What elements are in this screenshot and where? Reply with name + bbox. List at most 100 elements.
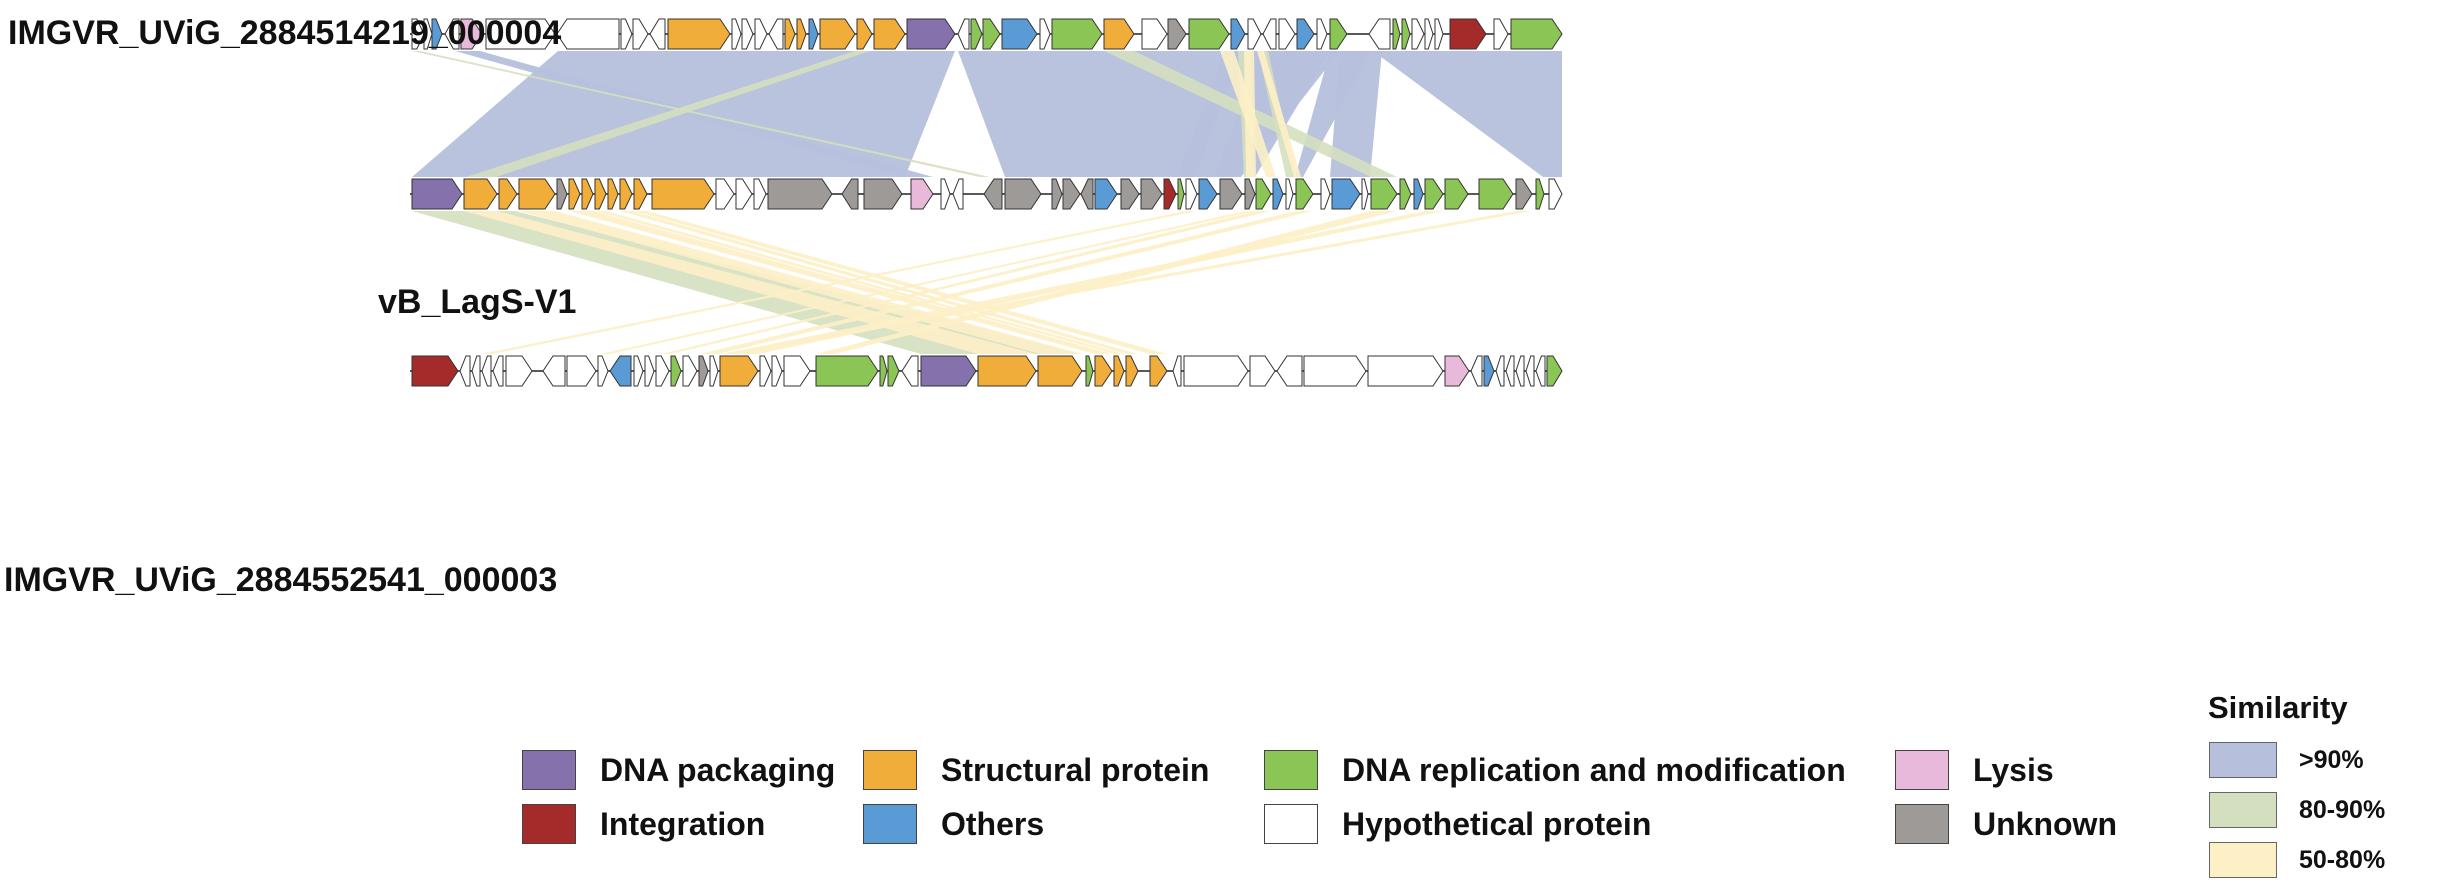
gene-arrow-g2-8 [594, 178, 607, 210]
gene-arrow-g3-11 [633, 355, 644, 387]
gene-arrow-g3-16 [698, 355, 709, 387]
similarity-legend-high: >90% [2209, 742, 2364, 778]
gene-arrow-g3-31 [1113, 355, 1125, 387]
legend-label-integration: Integration [600, 805, 766, 842]
gene-arrow-g1-4 [444, 18, 460, 50]
genome-track-1 [410, 18, 1563, 50]
gene-arrow-g3-14 [670, 355, 682, 387]
legend-label-dna-packaging: DNA packaging [600, 751, 836, 788]
similarity-link-g1-g2-17 [1257, 51, 1301, 177]
gene-arrow-g2-37 [1272, 178, 1284, 210]
legend-swatch-structural-protein [863, 750, 917, 790]
gene-arrow-g1-16 [784, 18, 796, 50]
genome-label-2: vB_LagS-V1 [378, 283, 577, 321]
gene-arrow-g2-32 [1185, 178, 1198, 210]
gene-arrow-g2-24 [1051, 178, 1063, 210]
gene-arrow-g2-18 [863, 178, 903, 210]
gene-arrow-g3-5 [492, 355, 504, 387]
gene-arrow-g1-3 [431, 18, 443, 50]
gene-arrow-g1-42 [1401, 18, 1411, 50]
similarity-link-g2-g3-8 [481, 211, 1197, 354]
gene-arrow-g2-7 [581, 178, 594, 210]
gene-arrow-g2-35 [1244, 178, 1256, 210]
gene-arrow-g2-41 [1331, 178, 1361, 210]
gene-arrow-g2-49 [1515, 178, 1533, 210]
gene-arrow-g2-44 [1399, 178, 1412, 210]
gene-arrow-g3-9 [597, 355, 609, 387]
gene-arrow-g1-5 [460, 18, 483, 50]
gene-arrow-g1-18 [808, 18, 819, 50]
gene-arrow-g3-21 [783, 355, 811, 387]
gene-arrow-g1-26 [1001, 18, 1038, 50]
gene-arrow-g2-48 [1478, 178, 1514, 210]
gene-arrow-g3-42 [1483, 355, 1495, 387]
gene-arrow-g2-12 [651, 178, 715, 210]
gene-arrow-g3-22 [815, 355, 879, 387]
gene-arrow-g1-15 [768, 18, 784, 50]
gene-arrow-g1-14 [754, 18, 768, 50]
gene-arrow-g1-31 [1167, 18, 1187, 50]
gene-arrow-g1-28 [1051, 18, 1103, 50]
gene-arrow-g3-2 [459, 355, 471, 387]
gene-arrow-g3-7 [542, 355, 566, 387]
similarity-swatch-high [2209, 742, 2277, 778]
gene-arrow-g1-36 [1278, 18, 1296, 50]
gene-arrow-g3-28 [1037, 355, 1083, 387]
legend-swatch-unknown [1895, 804, 1949, 844]
similarity-link-g2-g3-13 [816, 211, 1397, 354]
gene-arrow-g2-33 [1198, 178, 1218, 210]
gene-arrow-g1-12 [731, 18, 742, 50]
gene-arrow-g3-1 [411, 355, 459, 387]
genome-track-3 [410, 355, 1563, 387]
gene-arrow-g2-26 [1080, 178, 1094, 210]
gene-arrow-g2-36 [1255, 178, 1272, 210]
gene-arrow-g2-30 [1163, 178, 1177, 210]
similarity-swatch-low [2209, 842, 2277, 878]
gene-arrow-g1-46 [1449, 18, 1487, 50]
gene-arrow-g3-29 [1085, 355, 1094, 387]
gene-arrow-g2-31 [1177, 178, 1185, 210]
legend-label-hypothetical-protein: Hypothetical protein [1342, 805, 1652, 842]
gene-arrow-g3-41 [1470, 355, 1483, 387]
gene-arrow-g3-32 [1125, 355, 1139, 387]
gene-arrow-g2-34 [1219, 178, 1243, 210]
gene-arrow-g1-8 [620, 18, 633, 50]
gene-arrow-g1-41 [1392, 18, 1401, 50]
gene-arrow-g2-5 [556, 178, 568, 210]
gene-arrow-g2-13 [715, 178, 735, 210]
similarity-link-g1-g2-9 [1330, 51, 1382, 177]
gene-arrow-g2-17 [841, 178, 859, 210]
gene-arrow-g1-30 [1141, 18, 1168, 50]
similarity-legend-low: 50-80% [2209, 842, 2385, 878]
gene-arrow-g3-46 [1525, 355, 1535, 387]
gene-arrow-g1-38 [1316, 18, 1328, 50]
legend-dna-packaging: DNA packaging [522, 750, 835, 790]
similarity-link-g2-g3-6 [620, 211, 1138, 354]
gene-arrow-g3-15 [682, 355, 698, 387]
gene-arrow-g3-45 [1515, 355, 1525, 387]
gene-arrow-g2-38 [1285, 178, 1294, 210]
gene-arrow-g3-10 [609, 355, 632, 387]
gene-arrow-g2-3 [498, 178, 518, 210]
similarity-link-g2-g3-2 [464, 211, 1036, 354]
similarity-link-g2-g3-12 [722, 211, 1443, 354]
gene-arrow-g3-12 [644, 355, 655, 387]
similarity-link-g2-g3-10 [661, 211, 1271, 354]
gene-arrow-g1-33 [1230, 18, 1246, 50]
gene-arrow-g3-38 [1303, 355, 1367, 387]
gene-arrow-g1-21 [873, 18, 906, 50]
gene-arrow-g1-22 [906, 18, 956, 50]
gene-arrow-g2-25 [1062, 178, 1081, 210]
gene-arrow-g3-20 [771, 355, 783, 387]
gene-arrow-g3-39 [1367, 355, 1444, 387]
gene-arrow-g1-23 [957, 18, 970, 50]
gene-arrow-g2-16 [767, 178, 833, 210]
gene-arrow-g3-37 [1276, 355, 1303, 387]
gene-arrow-g1-39 [1329, 18, 1348, 50]
similarity-legend-mid: 80-90% [2209, 792, 2385, 828]
gene-arrow-g2-19 [910, 178, 934, 210]
gene-arrow-g2-20 [940, 178, 951, 210]
legend-structural-protein: Structural protein [863, 750, 1209, 790]
similarity-link-g2-g3-14 [720, 211, 1532, 354]
gene-arrow-g2-6 [568, 178, 581, 210]
